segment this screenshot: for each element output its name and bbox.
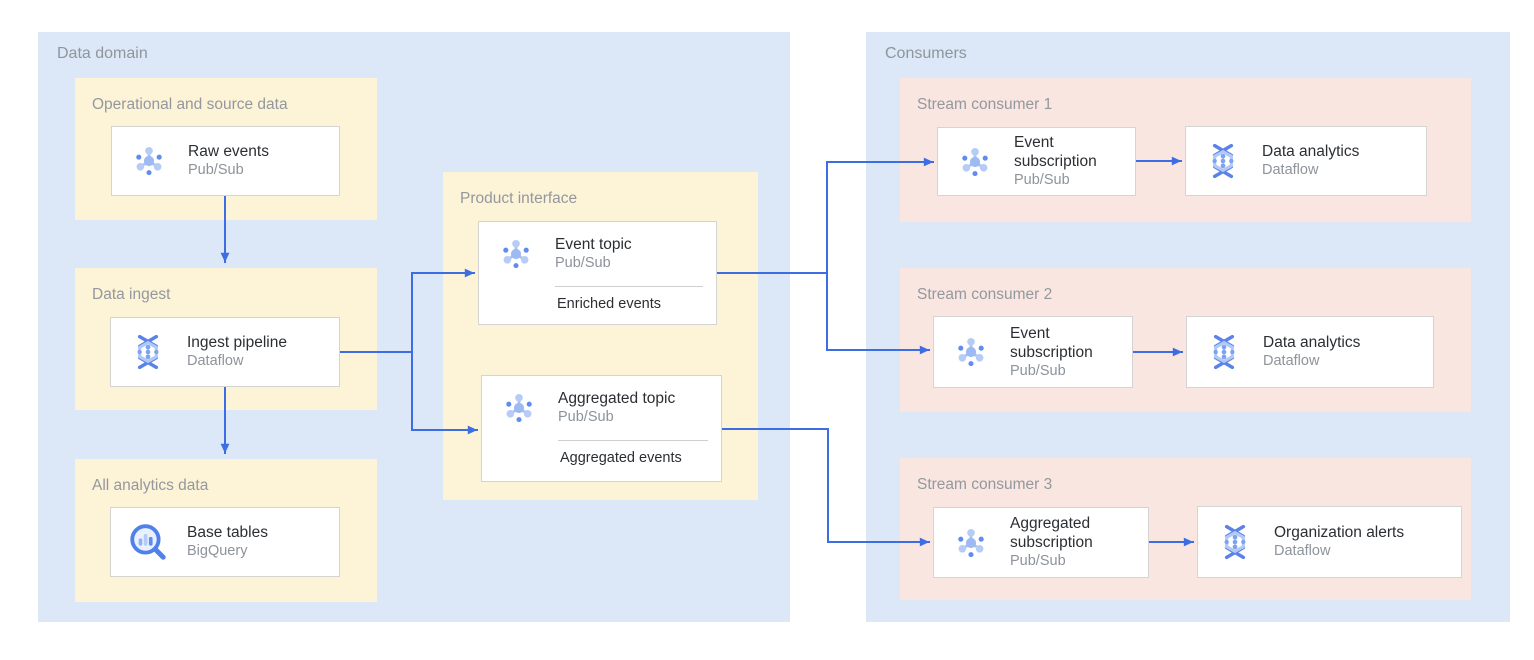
node-title: Ingest pipeline [187, 334, 287, 351]
node-title: Event subscription [1014, 134, 1097, 170]
node-tag: Enriched events [557, 296, 661, 312]
node-organization-alerts: Organization alerts Dataflow [1197, 506, 1462, 578]
node-product: Pub/Sub [1010, 362, 1066, 379]
dataflow-icon [1202, 332, 1246, 372]
node-title: Organization alerts [1274, 524, 1405, 541]
pubsub-icon [953, 145, 997, 179]
node-title: Event subscription [1010, 324, 1093, 361]
bigquery-icon [126, 520, 170, 564]
pubsub-icon [494, 237, 538, 271]
node-event-subscription-2: Event subscription Pub/Sub [933, 316, 1133, 388]
node-aggregated-topic: Aggregated topic Pub/Sub Aggregated even… [481, 375, 722, 482]
divider [555, 286, 703, 287]
divider [558, 440, 708, 441]
node-product: Pub/Sub [1010, 553, 1066, 569]
dataflow-icon [1201, 141, 1245, 181]
node-raw-events: Raw events Pub/Sub [111, 126, 340, 196]
group-label: Data ingest [92, 286, 171, 303]
node-product: BigQuery [187, 543, 248, 559]
group-label: Product interface [460, 190, 578, 207]
node-product: Pub/Sub [558, 409, 614, 425]
node-title: Aggregated topic [558, 390, 676, 407]
node-tag: Aggregated events [560, 450, 682, 466]
group-label: Operational and source data [92, 96, 288, 113]
node-ingest-pipeline: Ingest pipeline Dataflow [110, 317, 340, 387]
region-data-domain-label: Data domain [57, 45, 148, 62]
group-label: Stream consumer 1 [917, 96, 1053, 113]
node-aggregated-subscription: Aggregated subscription Pub/Sub [933, 507, 1149, 578]
node-data-analytics-1: Data analytics Dataflow [1185, 126, 1427, 196]
pubsub-icon [497, 391, 541, 425]
pubsub-icon [127, 144, 171, 178]
pubsub-icon [949, 335, 993, 369]
node-product: Pub/Sub [1014, 172, 1070, 188]
node-title: Data analytics [1263, 334, 1361, 351]
dataflow-icon [126, 332, 170, 372]
node-event-topic: Event topic Pub/Sub Enriched events [478, 221, 717, 325]
node-data-analytics-2: Data analytics Dataflow [1186, 316, 1434, 388]
node-title: Event topic [555, 236, 632, 253]
node-title: Data analytics [1262, 143, 1360, 160]
pubsub-icon [949, 526, 993, 560]
group-label: Stream consumer 3 [917, 476, 1053, 493]
group-label: Stream consumer 2 [917, 286, 1053, 303]
node-product: Dataflow [1262, 162, 1319, 178]
node-product: Dataflow [1263, 353, 1320, 369]
region-consumers-label: Consumers [885, 45, 967, 62]
node-product: Dataflow [1274, 543, 1331, 559]
node-title: Aggregated subscription [1010, 515, 1093, 551]
node-product: Dataflow [187, 353, 244, 369]
node-title: Raw events [188, 143, 269, 160]
node-event-subscription-1: Event subscription Pub/Sub [937, 127, 1136, 196]
group-label: All analytics data [92, 477, 209, 494]
dataflow-icon [1213, 522, 1257, 562]
node-base-tables: Base tables BigQuery [110, 507, 340, 577]
node-product: Pub/Sub [188, 162, 244, 178]
node-product: Pub/Sub [555, 255, 611, 271]
node-title: Base tables [187, 524, 268, 541]
